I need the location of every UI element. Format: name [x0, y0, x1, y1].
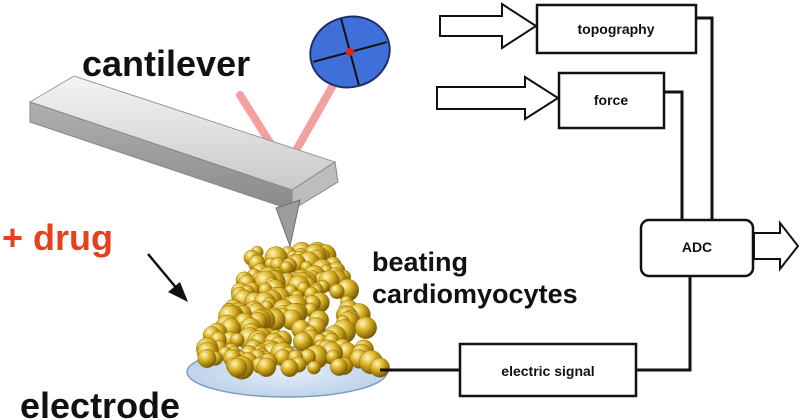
adc-output-arrow: [753, 220, 800, 272]
cell-sphere: [197, 349, 217, 368]
cantilever-label: cantilever: [82, 43, 250, 84]
cell-sphere: [330, 358, 348, 376]
cell-sphere: [307, 360, 321, 375]
electric-signal-box-label: electric signal: [501, 363, 594, 379]
cantilever: [28, 75, 339, 248]
force-input-arrow: [436, 75, 560, 121]
cell-sphere: [354, 316, 377, 339]
electrode-label: electrode: [20, 385, 180, 420]
force-box-label: force: [594, 92, 628, 108]
photodiode-detector: [309, 15, 391, 89]
signal-wiring: [380, 16, 714, 372]
laser-spot: [346, 47, 354, 56]
cell-sphere: [329, 283, 345, 300]
cells-label-line2: cardiomyocytes: [372, 279, 578, 309]
cell-sphere: [369, 357, 390, 378]
drug-arrow: [147, 253, 188, 302]
topography-box: topography: [535, 3, 698, 55]
cantilever-tip: [275, 199, 301, 248]
topography-box-label: topography: [578, 21, 655, 37]
cell-sphere: [256, 357, 276, 377]
drug-label: + drug: [2, 217, 113, 258]
force-box: force: [557, 71, 666, 130]
cardiomyocyte-cluster: [196, 241, 390, 380]
adc-box: ADC: [639, 218, 755, 278]
cell-sphere: [280, 359, 299, 378]
electric-signal-box: electric signal: [458, 342, 638, 398]
topography-input-arrow: [439, 2, 538, 50]
adc-box-label: ADC: [682, 239, 712, 255]
cell-sphere: [227, 357, 248, 378]
cells-label-line1: beating: [372, 247, 468, 277]
